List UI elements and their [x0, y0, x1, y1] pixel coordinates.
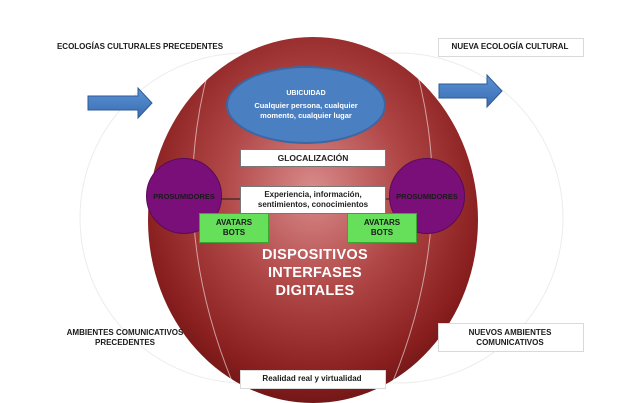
devices-line-1: DISPOSITIVOS	[262, 247, 368, 263]
top-right-label-box	[438, 38, 584, 57]
avatar-right-box: AVATARS BOTS	[347, 213, 417, 243]
ubiquity-line-2: momento, cualquier lugar	[260, 111, 352, 121]
experience-line-1: Experiencia, información,	[264, 189, 362, 199]
avatar-right-line-1: AVATARS	[363, 218, 401, 228]
avatar-right-line-2: BOTS	[370, 228, 394, 237]
bottom-right-label-line2: COMUNICATIVOS	[476, 338, 544, 347]
arrow-right-shape	[438, 73, 503, 109]
avatar-left-line-1: AVATARS	[215, 218, 253, 228]
top-right-label: NUEVA ECOLOGÍA CULTURAL	[451, 42, 569, 51]
devices-line-3: DIGITALES	[275, 283, 355, 300]
experience-box: Experiencia, información, sentimientos, …	[240, 186, 386, 214]
top-left-label: ECOLOGÍAS CULTURALES PRECEDENTES	[56, 42, 224, 51]
bottom-right-label-box	[438, 323, 584, 352]
central-sphere	[148, 37, 478, 403]
avatar-left-line-2: BOTS	[222, 228, 246, 237]
prosumer-right-label: PROSUMIDORES	[396, 191, 458, 201]
bottom-left-label-line2: PRECEDENTES	[94, 338, 155, 347]
arrow-left-shape	[87, 86, 153, 120]
glocalization-box: GLOCALIZACIÓN	[240, 149, 386, 167]
bottom-center-label: Realidad real y virtualidad	[262, 374, 362, 383]
experience-line-2: sentimientos, conocimientos	[257, 200, 369, 209]
devices-text: DISPOSITIVOS INTERFASES DIGITALES	[225, 246, 405, 300]
bottom-left-label-line1: AMBIENTES COMUNICATIVOS	[66, 328, 184, 337]
bottom-left-label: AMBIENTES COMUNICATIVOS PRECEDENTES	[50, 328, 200, 348]
bottom-center-label-box	[240, 370, 386, 389]
bottom-right-label-line1: NUEVOS AMBIENTES	[468, 328, 552, 337]
devices-line-2: INTERFASES	[267, 265, 363, 282]
avatar-left-box: AVATARS BOTS	[199, 213, 269, 243]
prosumer-left-label: PROSUMIDORES	[153, 191, 215, 201]
ubiquity-line-1: Cualquier persona, cualquier	[254, 101, 358, 111]
prosumer-right-circle: PROSUMIDORES	[389, 158, 465, 234]
ubiquity-ellipse: UBICUIDAD Cualquier persona, cualquier m…	[226, 66, 386, 144]
bottom-right-label: NUEVOS AMBIENTES COMUNICATIVOS	[438, 328, 582, 348]
glocalization-label: GLOCALIZACIÓN	[277, 153, 349, 163]
ubiquity-title: UBICUIDAD	[286, 89, 326, 97]
